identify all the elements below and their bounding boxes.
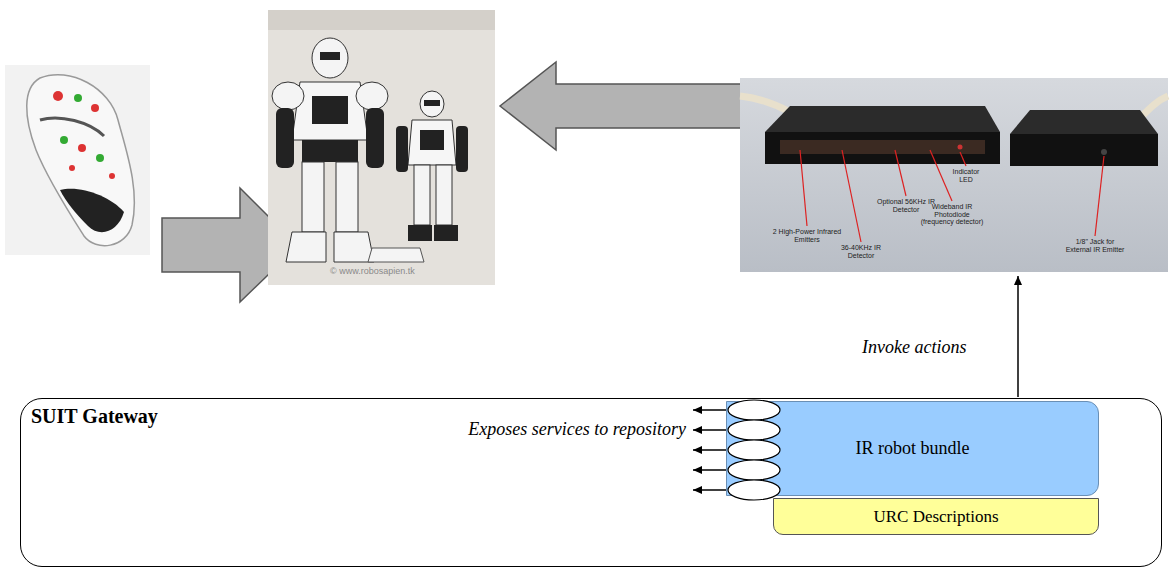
robots-photo bbox=[268, 10, 495, 285]
ir-device-photo bbox=[740, 78, 1168, 272]
watermark: © www.robosapien.tk bbox=[330, 266, 415, 276]
gateway-title: SUIT Gateway bbox=[31, 405, 158, 428]
part-label: 1/8" Jack for External IR Emitter bbox=[1062, 238, 1128, 253]
part-label: Wideband IR Photodiode (frequency detect… bbox=[918, 203, 986, 226]
part-label: 36-40KHz IR Detector bbox=[830, 244, 892, 259]
part-label: 2 High-Power Infrared Emitters bbox=[770, 228, 844, 243]
action-label: Exposes services to repository bbox=[380, 419, 686, 440]
part-label: Optional 56KHz IR Detector bbox=[873, 198, 939, 213]
remote-control-photo bbox=[5, 65, 150, 255]
box-label: IR robot bundle bbox=[856, 438, 970, 459]
description-box: URC Descriptions bbox=[773, 498, 1099, 535]
invoke-arrow bbox=[1017, 276, 1019, 397]
block-arrow bbox=[500, 62, 750, 150]
action-label: Invoke actions bbox=[862, 337, 966, 358]
part-label: Indicator LED bbox=[945, 168, 987, 183]
bundle-box: IR robot bundle bbox=[726, 401, 1099, 496]
box-label: URC Descriptions bbox=[873, 507, 998, 527]
